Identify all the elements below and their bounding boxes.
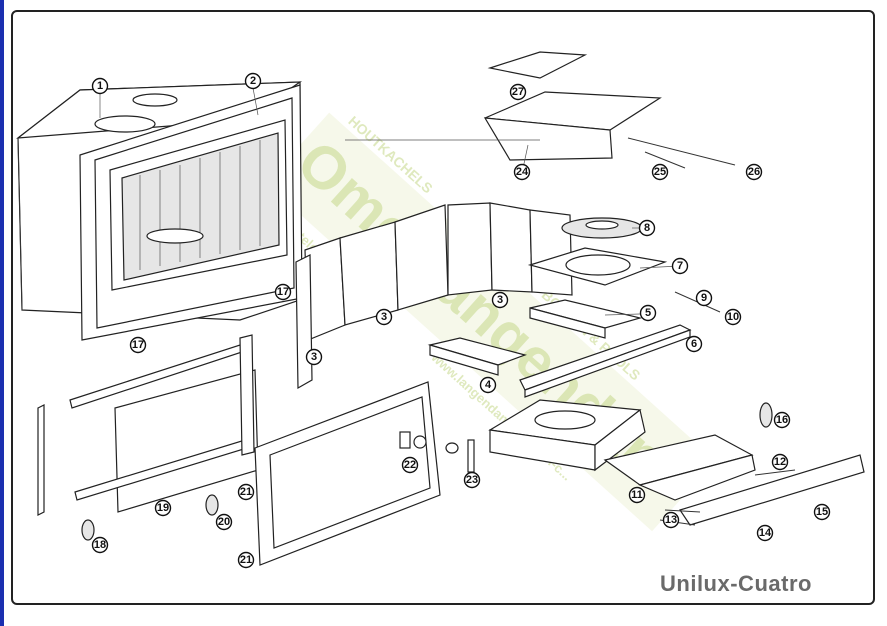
svg-text:9: 9 xyxy=(701,292,707,304)
svg-text:19: 19 xyxy=(157,502,169,514)
svg-text:26: 26 xyxy=(748,166,760,178)
svg-text:4: 4 xyxy=(485,379,492,391)
ash-base xyxy=(488,399,646,472)
glove-16 xyxy=(759,402,773,428)
svg-text:22: 22 xyxy=(404,459,416,471)
rod-25 xyxy=(644,151,686,169)
callout-20: 20 xyxy=(215,513,233,531)
svg-text:12: 12 xyxy=(774,456,786,468)
top-plate-27 xyxy=(487,51,588,79)
svg-text:25: 25 xyxy=(654,166,666,178)
door-frame xyxy=(109,119,288,291)
svg-text:14: 14 xyxy=(759,527,772,539)
svg-text:18: 18 xyxy=(94,539,106,551)
callout-17a: 17 xyxy=(274,283,292,301)
ash-drawer-11 xyxy=(603,434,756,501)
svg-text:23: 23 xyxy=(466,474,478,486)
glove-20 xyxy=(205,494,219,516)
top-assembly-24 xyxy=(483,91,662,161)
callout-27: 27 xyxy=(509,83,527,101)
callout-12: 12 xyxy=(771,453,789,471)
callout-26: 26 xyxy=(745,163,763,181)
callout-15: 15 xyxy=(813,503,831,521)
svg-text:21: 21 xyxy=(240,554,252,566)
callout-11: 11 xyxy=(628,486,646,504)
firebrick-4 xyxy=(427,337,527,376)
callout-10: 10 xyxy=(724,308,742,326)
baffle-plate xyxy=(527,247,668,286)
callout-21b: 21 xyxy=(237,551,255,569)
callout-7: 7 xyxy=(671,257,689,275)
svg-text:3: 3 xyxy=(381,311,387,323)
callout-3c: 3 xyxy=(305,348,323,366)
svg-text:10: 10 xyxy=(727,311,739,323)
svg-text:8: 8 xyxy=(644,222,650,234)
svg-text:13: 13 xyxy=(665,514,677,526)
svg-text:7: 7 xyxy=(677,260,683,272)
svg-text:1: 1 xyxy=(97,80,103,92)
callout-25: 25 xyxy=(651,163,669,181)
callout-17b: 17 xyxy=(129,336,147,354)
hinge-23 xyxy=(445,439,475,473)
callout-4: 4 xyxy=(479,376,497,394)
callout-3a: 3 xyxy=(375,308,393,326)
svg-text:24: 24 xyxy=(516,166,529,178)
door-glass-ribs xyxy=(139,140,261,270)
callout-24: 24 xyxy=(513,163,531,181)
svg-text:11: 11 xyxy=(631,489,643,501)
svg-text:16: 16 xyxy=(776,414,788,426)
callout-18: 18 xyxy=(91,536,109,554)
side-rail-6 xyxy=(519,324,692,398)
svg-text:5: 5 xyxy=(645,307,651,319)
firebrick-5 xyxy=(529,299,643,339)
glove-18 xyxy=(81,519,95,541)
callout-13: 13 xyxy=(662,511,680,529)
front-skirt-15 xyxy=(679,454,865,526)
callout-1: 1 xyxy=(91,77,109,95)
callout-16: 16 xyxy=(773,411,791,429)
window-left-edge xyxy=(0,0,4,626)
svg-text:3: 3 xyxy=(311,351,317,363)
diagram-frame xyxy=(11,10,875,605)
svg-text:2: 2 xyxy=(250,75,256,87)
callout-8: 8 xyxy=(638,219,656,237)
svg-text:17: 17 xyxy=(277,286,289,298)
callout-19: 19 xyxy=(154,499,172,517)
svg-text:27: 27 xyxy=(512,86,524,98)
door-handle-22 xyxy=(399,431,427,449)
svg-text:3: 3 xyxy=(497,294,503,306)
model-title: Unilux-Cuatro xyxy=(660,571,812,596)
callout-9: 9 xyxy=(695,289,713,307)
callout-6: 6 xyxy=(685,335,703,353)
callout-21a: 21 xyxy=(237,483,255,501)
callout-3b: 3 xyxy=(491,291,509,309)
callout-23: 23 xyxy=(463,471,481,489)
callout-5: 5 xyxy=(639,304,657,322)
svg-text:15: 15 xyxy=(816,506,828,518)
front-door-panel xyxy=(254,381,441,566)
grate xyxy=(561,217,643,239)
svg-text:17: 17 xyxy=(132,339,144,351)
callout-2: 2 xyxy=(244,72,262,90)
callout-14: 14 xyxy=(756,524,774,542)
svg-text:20: 20 xyxy=(218,516,230,528)
svg-text:6: 6 xyxy=(691,338,697,350)
back-panels xyxy=(295,202,573,390)
svg-text:21: 21 xyxy=(240,486,252,498)
bottom-frame-19 xyxy=(37,334,259,516)
bolt-26 xyxy=(627,137,736,166)
callout-22: 22 xyxy=(401,456,419,474)
